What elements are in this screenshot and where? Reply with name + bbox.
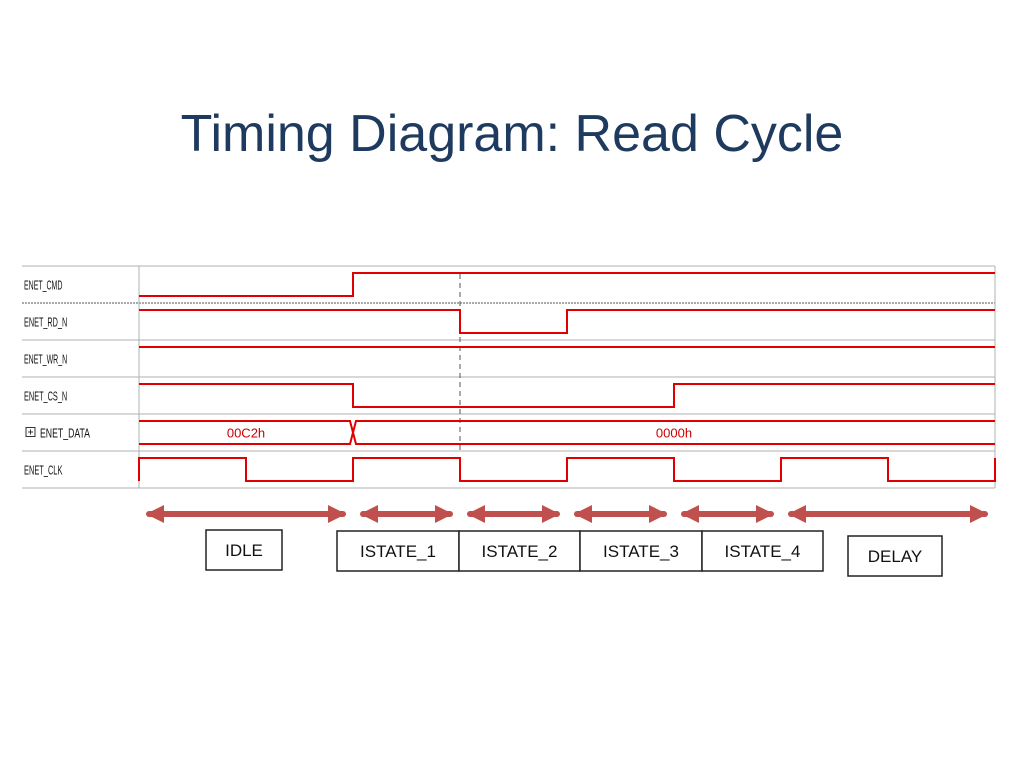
waveform-enet-clk	[138, 457, 996, 482]
signal-label-enet-clk: ENET_CLK	[24, 463, 63, 478]
state-box-istate-2: ISTATE_2	[458, 530, 581, 572]
waveform-enet-rd-n	[139, 309, 995, 334]
signal-label-enet-wr-n: ENET_WR_N	[24, 352, 67, 367]
state-label: DELAY	[868, 547, 923, 566]
state-box-istate-1: ISTATE_1	[336, 530, 460, 572]
waveform-traces: 00C2h 0000h	[138, 272, 996, 482]
state-label: ISTATE_1	[360, 542, 436, 561]
state-label: ISTATE_2	[482, 542, 558, 561]
signal-label-enet-cmd: ENET_CMD	[24, 278, 62, 293]
state-box-border	[336, 530, 460, 572]
state-box-istate-4: ISTATE_4	[701, 530, 824, 572]
signal-name: ENET_WR_N	[24, 352, 67, 367]
bus-trace-enet-data	[139, 420, 995, 445]
signal-name: ENET_RD_N	[24, 315, 67, 330]
state-label: ISTATE_4	[725, 542, 801, 561]
state-boxes: IDLE ISTATE_1 ISTATE_2 ISTATE_3 ISTATE_4 DELA…	[205, 529, 943, 577]
state-box-border	[847, 535, 943, 577]
state-box-istate-3: ISTATE_3	[579, 530, 703, 572]
state-box-border	[701, 530, 824, 572]
waveform-enet-cmd	[139, 272, 995, 297]
signal-label-enet-rd-n: ENET_RD_N	[24, 315, 67, 330]
slide-title: Timing Diagram: Read Cycle	[180, 105, 844, 163]
bus-value: 0000h	[656, 426, 692, 441]
signal-label-enet-cs-n: ENET_CS_N	[24, 389, 67, 404]
state-box-delay: DELAY	[847, 535, 943, 577]
expand-icon[interactable]	[25, 427, 36, 437]
state-box-border	[579, 530, 703, 572]
signal-label-enet-data: ENET_DATA	[25, 426, 90, 441]
state-box-border	[205, 529, 283, 571]
waveform-enet-cs-n	[139, 383, 995, 408]
waveform-grid	[22, 265, 996, 489]
bus-value: 00C2h	[227, 426, 265, 441]
signal-name: ENET_CS_N	[24, 389, 67, 404]
state-label: ISTATE_3	[603, 542, 679, 561]
signal-name: ENET_CMD	[24, 278, 62, 293]
signal-name: ENET_CLK	[24, 463, 63, 478]
state-box-border	[458, 530, 581, 572]
signal-name: ENET_DATA	[40, 426, 90, 441]
state-label: IDLE	[225, 541, 263, 560]
signal-labels: ENET_CMD ENET_RD_N ENET_WR_N ENET_CS_N ENET_…	[24, 278, 90, 478]
state-box-idle: IDLE	[205, 529, 283, 571]
